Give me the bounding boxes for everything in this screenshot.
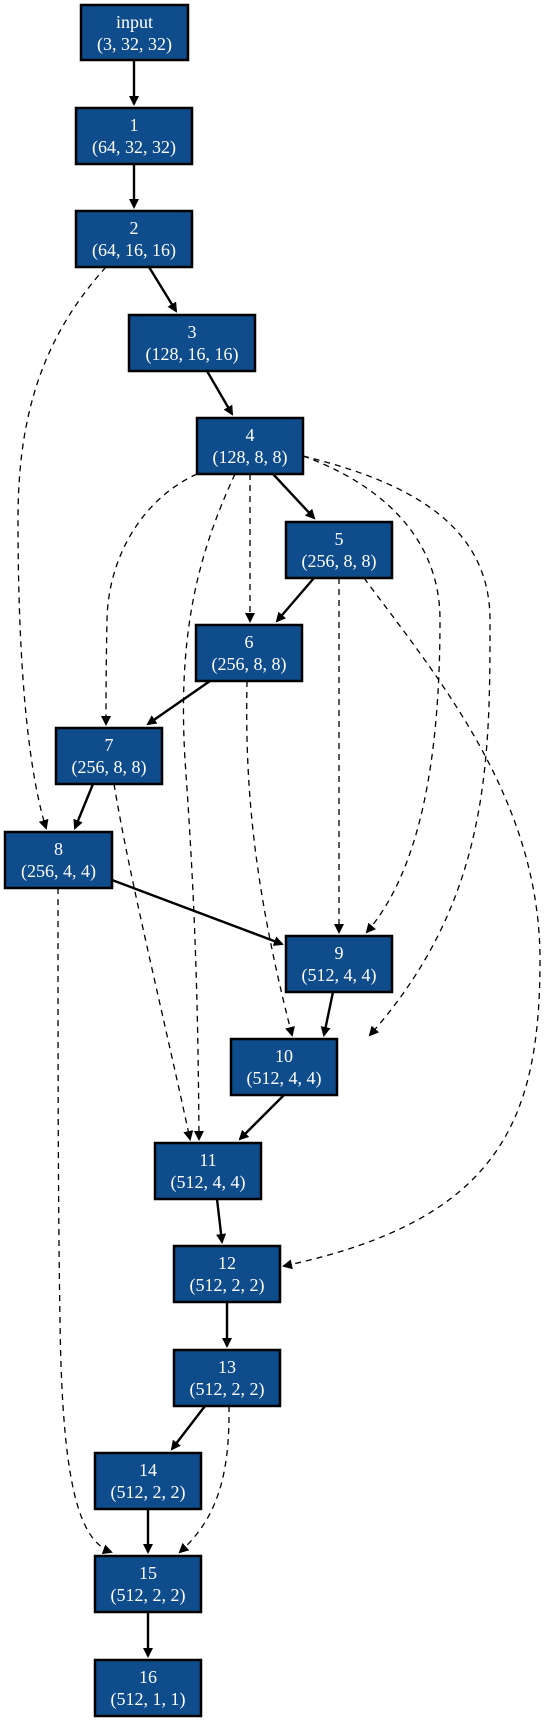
node-12: 12(512, 2, 2) — [172, 1244, 282, 1304]
node-shape: (512, 2, 2) — [111, 1482, 186, 1503]
node-label: 6 — [245, 632, 254, 652]
node-shape: (256, 8, 8) — [302, 551, 377, 572]
node-label: 10 — [275, 1046, 293, 1066]
node-2: 2(64, 16, 16) — [74, 209, 194, 269]
node-box — [153, 1141, 263, 1201]
node-box — [284, 934, 394, 994]
node-box — [284, 520, 394, 580]
node-shape: (128, 16, 16) — [146, 344, 239, 365]
edge-11-to-12 — [215, 1198, 227, 1244]
edge-5-to-6 — [275, 577, 315, 623]
node-3: 3(128, 16, 16) — [127, 313, 257, 373]
node-label: 8 — [54, 839, 63, 859]
edge-8-to-9 — [111, 878, 284, 946]
node-15: 15(512, 2, 2) — [93, 1554, 203, 1614]
node-shape: (128, 8, 8) — [213, 447, 288, 468]
node-9: 9(512, 4, 4) — [284, 934, 394, 994]
node-11: 11(512, 4, 4) — [153, 1141, 263, 1201]
skip-edge-4-to-7 — [101, 473, 198, 726]
edge-3-to-4 — [205, 370, 234, 416]
node-box — [3, 830, 114, 890]
skip-edge-2-to-8 — [17, 266, 107, 830]
node-shape: (64, 32, 32) — [92, 137, 176, 158]
node-label: input — [116, 12, 153, 32]
node-label: 1 — [130, 115, 139, 135]
skip-edge-6-to-10 — [246, 680, 295, 1037]
node-box — [172, 1244, 282, 1304]
node-label: 2 — [130, 218, 139, 238]
node-label: 14 — [139, 1460, 157, 1480]
edge-4-to-5 — [272, 473, 316, 520]
node-box — [74, 209, 194, 269]
node-label: 15 — [139, 1563, 157, 1583]
node-box — [229, 1037, 339, 1097]
node-shape: (512, 2, 2) — [111, 1585, 186, 1606]
node-shape: (256, 8, 8) — [212, 654, 287, 675]
edge-6-to-7 — [146, 680, 211, 726]
node-label: 3 — [188, 322, 197, 342]
edge-13-to-14 — [170, 1405, 206, 1451]
node-box — [93, 1451, 203, 1511]
node-label: 4 — [246, 425, 255, 445]
node-label: 12 — [218, 1253, 236, 1273]
node-layer: input(3, 32, 32) 1(64, 32, 32) 2(64, 16, 1… — [3, 3, 394, 1718]
node-shape: (512, 4, 4) — [247, 1068, 322, 1089]
edge-7-to-8 — [73, 783, 95, 830]
node-label: 7 — [105, 735, 114, 755]
skip-edge-7-to-11 — [113, 783, 194, 1141]
node-box — [195, 416, 305, 476]
node-label: 11 — [199, 1150, 216, 1170]
node-box — [74, 106, 194, 166]
node-box — [194, 623, 304, 683]
edge-10-to-11 — [238, 1094, 285, 1141]
node-label: 13 — [218, 1357, 236, 1377]
node-1: 1(64, 32, 32) — [74, 106, 194, 166]
skip-edge-5-to-12 — [282, 577, 541, 1270]
node-shape: (256, 4, 4) — [21, 861, 96, 882]
node-shape: (512, 2, 2) — [190, 1275, 265, 1296]
node-box — [79, 3, 190, 62]
node-5: 5(256, 8, 8) — [284, 520, 394, 580]
skip-edge-4-to-11 — [182, 473, 236, 1141]
node-14: 14(512, 2, 2) — [93, 1451, 203, 1511]
node-8: 8(256, 4, 4) — [3, 830, 114, 890]
node-label: 9 — [335, 943, 344, 963]
node-16: 16(512, 1, 1) — [93, 1658, 203, 1718]
node-box — [172, 1348, 282, 1408]
node-label: 5 — [335, 529, 344, 549]
node-box — [127, 313, 257, 373]
node-4: 4(128, 8, 8) — [195, 416, 305, 476]
node-shape: (3, 32, 32) — [97, 34, 172, 55]
node-shape: (512, 1, 1) — [111, 1689, 186, 1710]
node-13: 13(512, 2, 2) — [172, 1348, 282, 1408]
node-6: 6(256, 8, 8) — [194, 623, 304, 683]
node-shape: (64, 16, 16) — [92, 240, 176, 261]
edge-layer — [17, 60, 541, 1658]
node-label: 16 — [139, 1667, 157, 1687]
node-input: input(3, 32, 32) — [79, 3, 190, 62]
skip-edge-4-to-10 — [302, 455, 491, 1037]
edge-9-to-10 — [320, 991, 335, 1037]
skip-edge-13-to-15 — [178, 1405, 230, 1554]
node-shape: (512, 4, 4) — [171, 1172, 246, 1193]
node-box — [93, 1554, 203, 1614]
node-7: 7(256, 8, 8) — [54, 726, 164, 786]
edge-2-to-3 — [147, 266, 178, 313]
node-shape: (512, 4, 4) — [302, 965, 377, 986]
node-10: 10(512, 4, 4) — [229, 1037, 339, 1097]
node-box — [93, 1658, 203, 1718]
node-shape: (256, 8, 8) — [72, 757, 147, 778]
node-box — [54, 726, 164, 786]
node-shape: (512, 2, 2) — [190, 1379, 265, 1400]
